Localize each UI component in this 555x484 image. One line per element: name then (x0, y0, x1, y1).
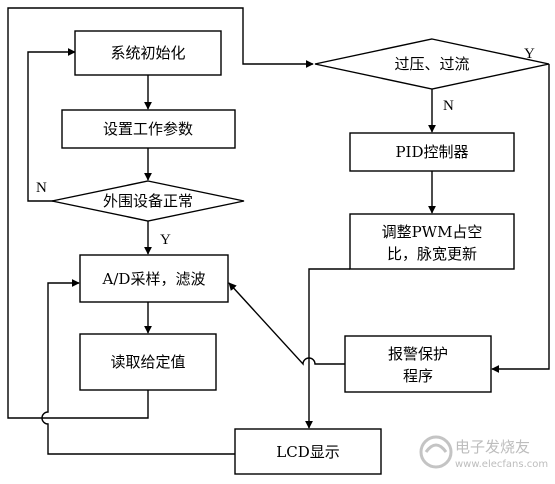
connectors (7, 7, 550, 455)
node-alarm: 报警保护 程序 (344, 335, 492, 393)
overvoltage-check-label: 过压、过流 (394, 55, 469, 73)
arrow-read-to-overvoltage (7, 7, 314, 419)
arrow-overvoltage-yes-to-alarm (491, 64, 550, 373)
alarm-label-line1: 报警保护 (388, 345, 448, 363)
overvoltage-no-label: N (443, 98, 454, 114)
peripheral-yes-label: Y (160, 232, 171, 248)
watermark: 电子发烧友 www.elecfans.com (419, 435, 548, 470)
init-label: 系统初始化 (110, 44, 185, 62)
peripheral-check-label: 外围设备正常 (103, 192, 193, 210)
watermark-logo (419, 435, 453, 469)
node-pwm: 调整PWM占空 比，脉宽更新 (349, 213, 515, 270)
pwm-label-line1: 调整PWM占空 (382, 223, 483, 241)
node-peripheral-check: 外围设备正常 (51, 180, 245, 222)
overvoltage-yes-label: Y (524, 46, 535, 62)
alarm-label-line2: 程序 (403, 367, 433, 385)
read-setpoint-label: 读取给定值 (110, 353, 185, 371)
arrow-alarm-to-sample (228, 282, 345, 366)
peripheral-no-label: N (36, 180, 47, 196)
watermark-url: www.elecfans.com (455, 459, 548, 470)
node-pid: PID控制器 (349, 132, 515, 172)
arrow-lcd-to-sample (41, 279, 235, 455)
node-init: 系统初始化 (74, 30, 222, 76)
node-set-params: 设置工作参数 (61, 109, 236, 149)
node-overvoltage-check: 过压、过流 (314, 38, 550, 90)
ad-sample-label: A/D采样，滤波 (102, 270, 206, 288)
watermark-text: 电子发烧友 (455, 438, 530, 456)
lcd-label: LCD显示 (276, 443, 339, 461)
pid-label: PID控制器 (395, 143, 468, 161)
set-params-label: 设置工作参数 (103, 120, 193, 138)
arrow-check-no-loop (27, 48, 76, 202)
arrow-pwm-to-lcd (305, 268, 350, 429)
node-lcd: LCD显示 (234, 428, 382, 475)
pwm-label-line2: 比，脉宽更新 (387, 245, 477, 263)
node-read-setpoint: 读取给定值 (79, 333, 217, 391)
node-ad-sample: A/D采样，滤波 (79, 254, 229, 303)
